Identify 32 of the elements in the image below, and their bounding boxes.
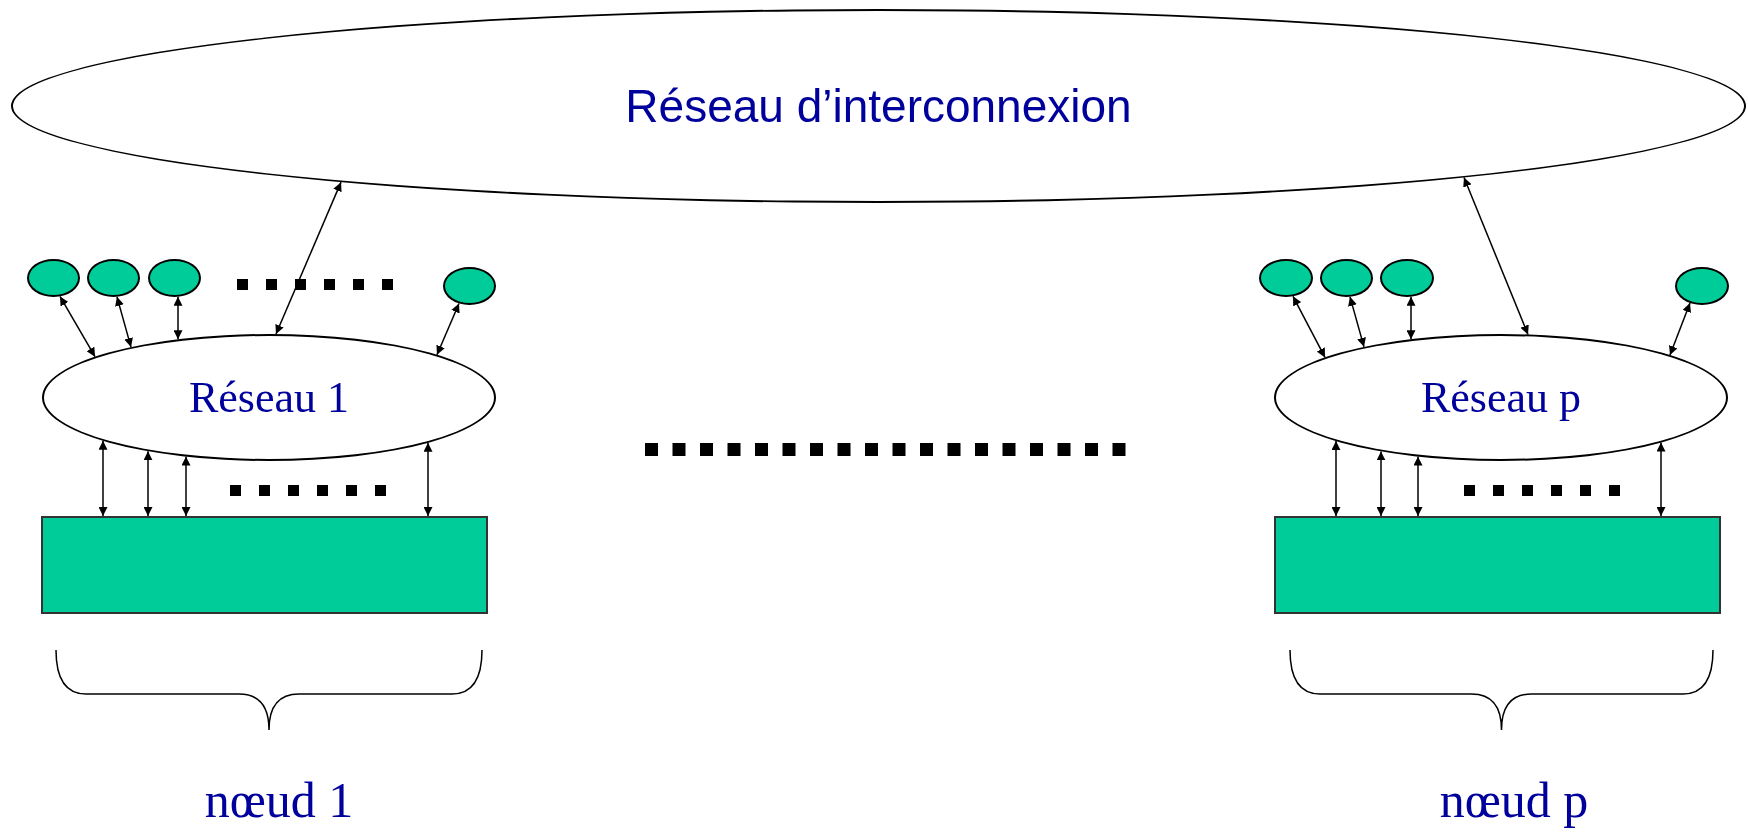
- double-arrow: [59, 295, 96, 358]
- double-arrow: [1463, 176, 1529, 336]
- double-arrow: [1413, 455, 1423, 517]
- device-ellipse: [1320, 259, 1373, 297]
- double-arrow: [436, 302, 460, 356]
- node-block: [41, 516, 488, 614]
- double-arrow: [1376, 450, 1386, 517]
- network-label: Réseau 1: [188, 375, 350, 420]
- double-arrow: [1656, 441, 1666, 517]
- network-label: Réseau p: [1420, 375, 1582, 420]
- device-ellipse: [87, 259, 140, 297]
- double-arrow: [173, 296, 183, 341]
- double-arrow: [1331, 440, 1341, 517]
- double-arrow: [423, 442, 433, 517]
- node-block: [1274, 516, 1721, 614]
- network-label: Réseau d’interconnexion: [625, 83, 1132, 129]
- device-ellipse: [27, 259, 80, 297]
- double-arrow: [1292, 295, 1326, 359]
- double-arrow: [275, 181, 342, 335]
- double-arrow: [1406, 296, 1416, 340]
- device-ellipse: [1675, 267, 1729, 305]
- device-ellipse: [1259, 259, 1313, 297]
- double-arrow: [98, 440, 108, 517]
- double-arrow: [143, 450, 153, 517]
- double-arrow: [1348, 296, 1366, 348]
- double-arrow: [115, 296, 133, 348]
- node-caption: nœud 1: [204, 775, 354, 825]
- device-ellipse: [148, 259, 201, 297]
- device-ellipse: [443, 267, 496, 305]
- double-arrow: [1669, 302, 1691, 356]
- double-arrow: [181, 455, 191, 517]
- device-ellipse: [1380, 259, 1434, 297]
